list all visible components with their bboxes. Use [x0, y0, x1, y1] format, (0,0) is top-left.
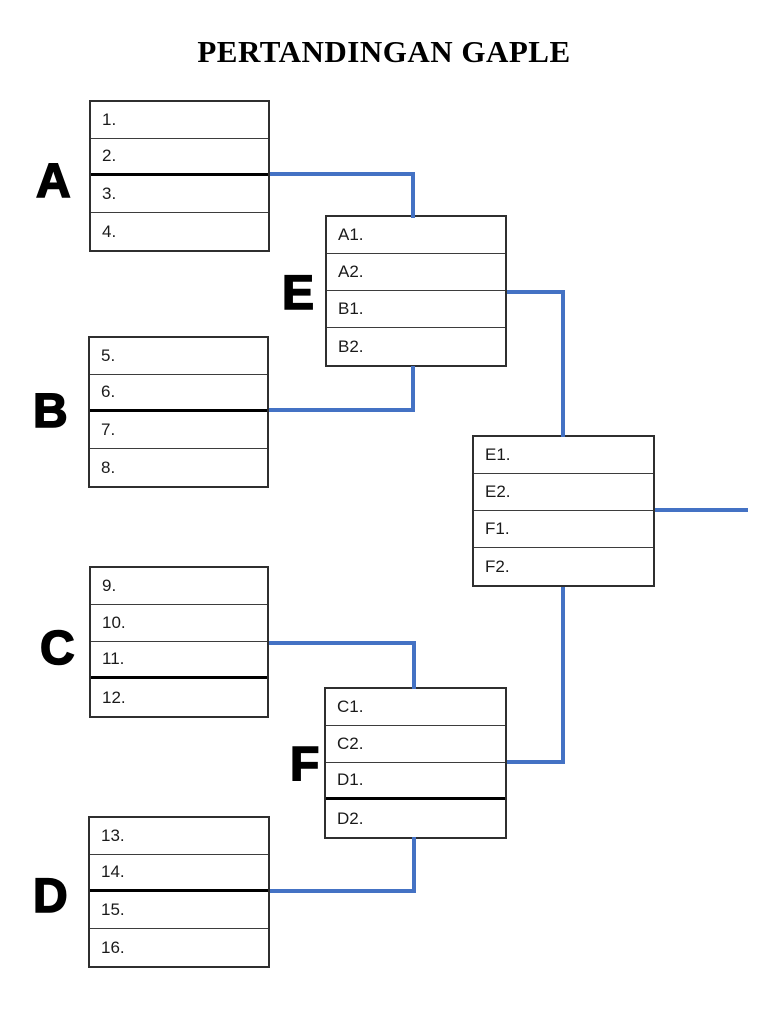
connector-a-to-e-vertical — [411, 172, 415, 218]
slot-cell: 6. — [90, 375, 267, 412]
slot-label: D1. — [337, 770, 364, 789]
slot-label: 13. — [101, 826, 125, 845]
slot-label: A2. — [338, 262, 364, 281]
group-a-table: 1. 2. 3. 4. — [89, 100, 270, 252]
slot-cell: B2. — [327, 328, 505, 365]
slot-cell: 13. — [90, 818, 268, 855]
slot-cell: E1. — [474, 437, 653, 474]
slot-cell: 14. — [90, 855, 268, 892]
slot-cell: F1. — [474, 511, 653, 548]
slot-label: C2. — [337, 734, 364, 753]
slot-label: 16. — [101, 937, 125, 957]
slot-cell: 7. — [90, 412, 267, 449]
connector-b-to-e-vertical — [411, 366, 415, 412]
connector-f-to-final-vertical — [561, 587, 565, 764]
slot-label: F1. — [485, 519, 510, 538]
slot-label: 6. — [101, 382, 116, 401]
connector-c-to-f-vertical — [412, 641, 416, 689]
group-f-label: F — [289, 738, 320, 791]
slot-cell: 16. — [90, 929, 268, 966]
connector-d-to-f-vertical — [412, 837, 416, 893]
group-d-table: 13. 14. 15. 16. — [88, 816, 270, 968]
group-b-table: 5. 6. 7. 8. — [88, 336, 269, 488]
connector-b-to-e-horizontal — [269, 408, 415, 412]
slot-cell: E2. — [474, 474, 653, 511]
slot-cell: 4. — [91, 213, 268, 250]
slot-label: E2. — [485, 482, 511, 501]
slot-cell: 9. — [91, 568, 267, 605]
slot-cell: 8. — [90, 449, 267, 486]
slot-label: 15. — [101, 900, 125, 919]
slot-label: 12. — [102, 687, 126, 707]
slot-cell: A1. — [327, 217, 505, 254]
slot-cell: 12. — [91, 679, 267, 716]
slot-label: 1. — [102, 110, 117, 129]
slot-label: 14. — [101, 862, 125, 881]
slot-cell: 10. — [91, 605, 267, 642]
slot-cell: 2. — [91, 139, 268, 176]
slot-label: 9. — [102, 576, 117, 595]
final-table: E1. E2. F1. F2. — [472, 435, 655, 587]
slot-cell: B1. — [327, 291, 505, 328]
slot-cell: 11. — [91, 642, 267, 679]
group-c-label: C — [39, 622, 75, 675]
slot-cell: 5. — [90, 338, 267, 375]
group-e-label: E — [281, 267, 315, 320]
slot-label: A1. — [338, 225, 364, 244]
slot-cell: 1. — [91, 102, 268, 139]
connector-e-to-final-horizontal — [507, 290, 565, 294]
slot-label: 11. — [102, 649, 125, 668]
connector-a-to-e-horizontal — [270, 172, 415, 176]
slot-label: E1. — [485, 445, 511, 464]
slot-label: 4. — [102, 221, 117, 241]
group-f-table: C1. C2. D1. D2. — [324, 687, 507, 839]
slot-label: 7. — [101, 420, 116, 439]
connector-e-to-final-vertical — [561, 290, 565, 437]
slot-label: F2. — [485, 556, 510, 576]
slot-cell: 3. — [91, 176, 268, 213]
slot-label: C1. — [337, 697, 364, 716]
group-c-table: 9. 10. 11. 12. — [89, 566, 269, 718]
connector-c-to-f-horizontal — [269, 641, 416, 645]
slot-label: D2. — [337, 808, 364, 828]
slot-cell: D1. — [326, 763, 505, 800]
group-b-label: B — [32, 385, 68, 438]
slot-cell: D2. — [326, 800, 505, 837]
slot-label: B2. — [338, 336, 364, 356]
page-title: PERTANDINGAN GAPLE — [197, 34, 571, 69]
connector-f-to-final-horizontal — [507, 760, 565, 764]
slot-label: B1. — [338, 299, 364, 318]
connector-d-to-f-horizontal — [270, 889, 416, 893]
slot-label: 5. — [101, 346, 116, 365]
slot-label: 3. — [102, 184, 117, 203]
slot-cell: F2. — [474, 548, 653, 585]
connector-final-winner-horizontal — [655, 508, 748, 512]
group-d-label: D — [32, 870, 68, 923]
slot-label: 8. — [101, 457, 116, 477]
slot-cell: C1. — [326, 689, 505, 726]
slot-cell: 15. — [90, 892, 268, 929]
group-e-table: A1. A2. B1. B2. — [325, 215, 507, 367]
slot-cell: A2. — [327, 254, 505, 291]
slot-label: 10. — [102, 613, 126, 632]
slot-cell: C2. — [326, 726, 505, 763]
group-a-label: A — [35, 155, 71, 208]
slot-label: 2. — [102, 146, 117, 165]
